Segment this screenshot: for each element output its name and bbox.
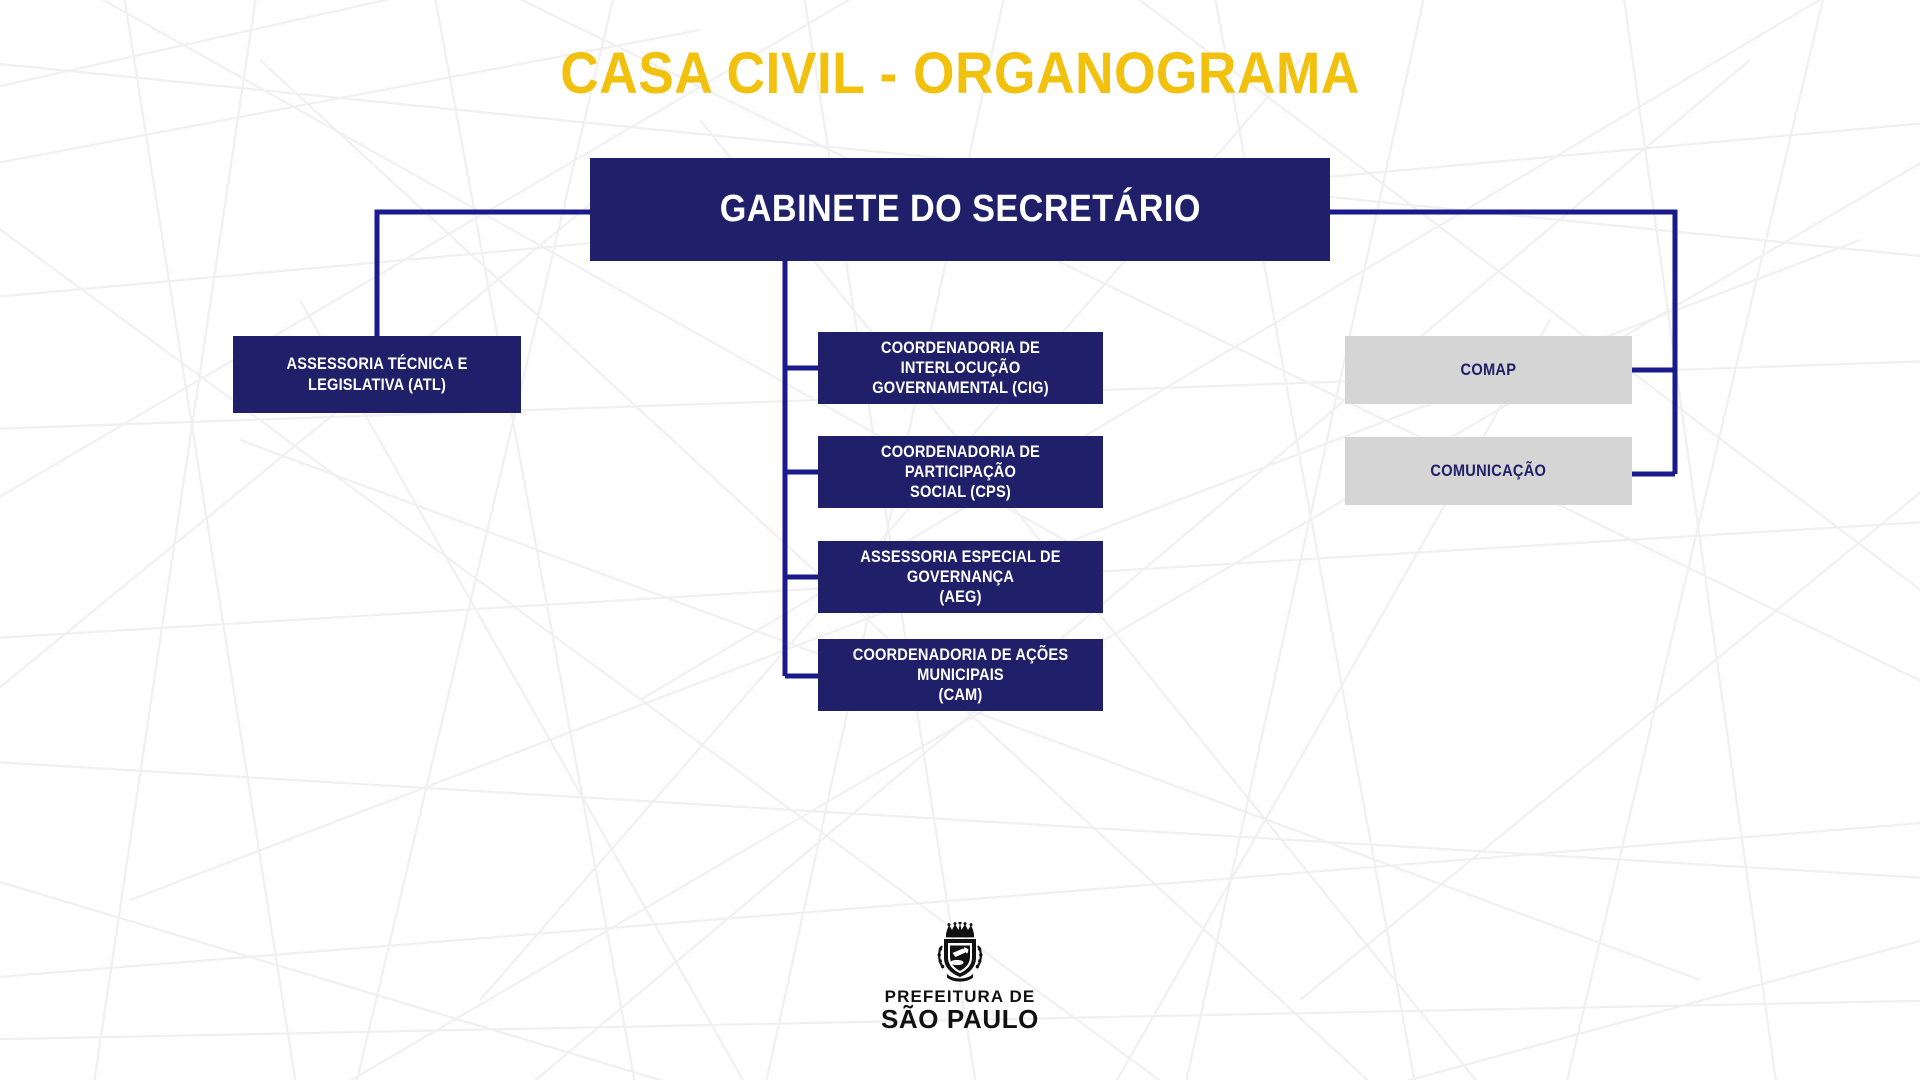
footer-text: PREFEITURA DE SÃO PAULO bbox=[881, 988, 1039, 1033]
node-label: COORDENADORIA DE AÇÕES MUNICIPAIS (CAM) bbox=[852, 644, 1069, 705]
sao-paulo-coat-of-arms-icon bbox=[937, 922, 983, 982]
node-coordenadoria-de-acoes-municipais-cam[interactable]: COORDENADORIA DE AÇÕES MUNICIPAIS (CAM) bbox=[818, 639, 1103, 711]
node-comunicacao[interactable]: COMUNICAÇÃO bbox=[1345, 437, 1632, 505]
node-label: ASSESSORIA ESPECIAL DE GOVERNANÇA (AEG) bbox=[860, 546, 1061, 607]
node-label: COMAP bbox=[1460, 359, 1517, 379]
node-label: COMUNICAÇÃO bbox=[1430, 460, 1547, 480]
node-coordenadoria-de-participacao-social-cps[interactable]: COORDENADORIA DE PARTICIPAÇÃO SOCIAL (CP… bbox=[818, 436, 1103, 508]
node-comap[interactable]: COMAP bbox=[1345, 336, 1632, 404]
node-label: GABINETE DO SECRETÁRIO bbox=[719, 188, 1201, 231]
node-label: ASSESSORIA TÉCNICA E LEGISLATIVA (ATL) bbox=[286, 354, 468, 394]
node-label: COORDENADORIA DE INTERLOCUÇÃO GOVERNAMEN… bbox=[872, 337, 1049, 398]
footer-line-sao-paulo: SÃO PAULO bbox=[880, 1003, 1040, 1034]
footer-logo: PREFEITURA DE SÃO PAULO bbox=[0, 922, 1920, 1033]
node-assessoria-tecnica-e-legislativa-atl[interactable]: ASSESSORIA TÉCNICA E LEGISLATIVA (ATL) bbox=[233, 336, 521, 413]
node-coordenadoria-de-interlocucao-governamental-cig[interactable]: COORDENADORIA DE INTERLOCUÇÃO GOVERNAMEN… bbox=[818, 332, 1103, 404]
node-gabinete-do-secretario[interactable]: GABINETE DO SECRETÁRIO bbox=[590, 158, 1330, 261]
node-label: COORDENADORIA DE PARTICIPAÇÃO SOCIAL (CP… bbox=[881, 441, 1040, 502]
page-title: CASA CIVIL - ORGANOGRAMA bbox=[560, 41, 1360, 106]
node-assessoria-especial-de-governanca-aeg[interactable]: ASSESSORIA ESPECIAL DE GOVERNANÇA (AEG) bbox=[818, 541, 1103, 613]
